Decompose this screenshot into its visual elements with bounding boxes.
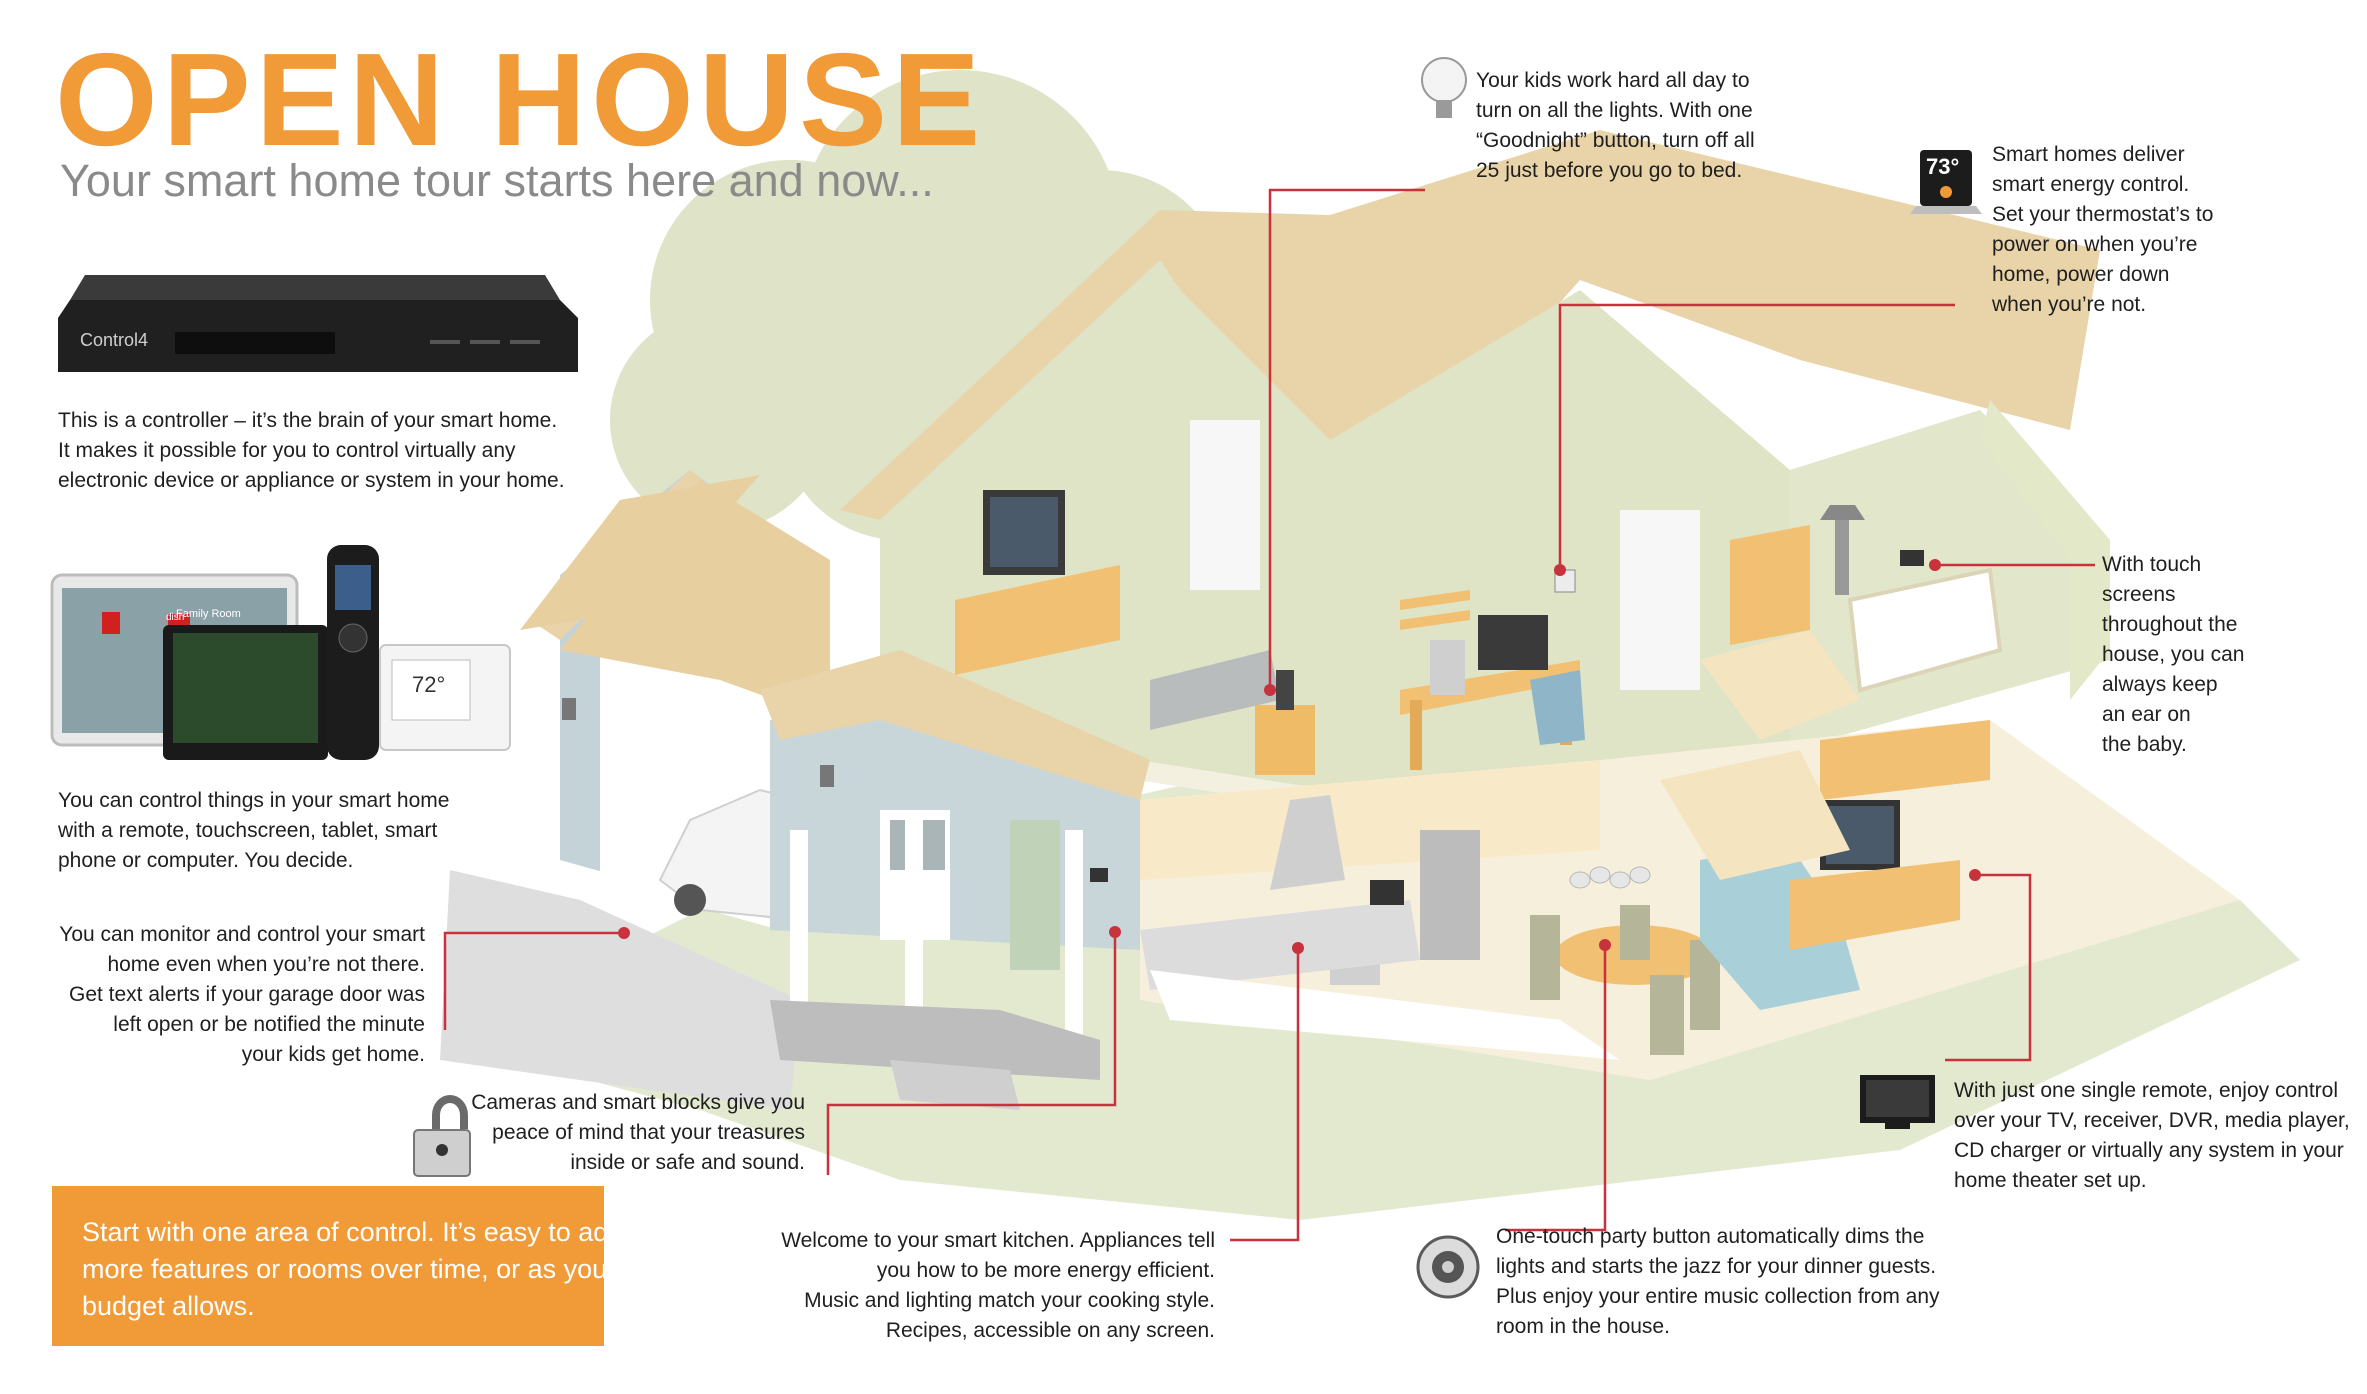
refrigerator (1420, 830, 1480, 960)
office-monitor (1478, 615, 1548, 670)
lights-caption: Your kids work hard all day to turn on a… (1476, 69, 1755, 182)
promo-box: Start with one area of control. It’s eas… (52, 1186, 623, 1346)
porch-column (1065, 830, 1083, 1035)
lock-icon (413, 1095, 471, 1177)
front-porch (760, 650, 1150, 1110)
callout-line-lights (1268, 188, 1425, 690)
stairs-top (1700, 630, 1860, 740)
bedside-lamp (1276, 670, 1294, 710)
driveway (440, 870, 800, 1110)
touch-caption: With touch screens throughout the house,… (2102, 553, 2245, 756)
sofa (1700, 845, 1860, 1010)
callout-lines (443, 188, 2095, 1242)
remote-caption: With just one single remote, enjoy contr… (1954, 1079, 2350, 1192)
main-roof (840, 130, 2100, 540)
porch-steps (890, 1060, 1020, 1110)
kitchen-island (1150, 970, 1620, 1060)
callout-line-theater (1945, 873, 2032, 1062)
nursery-dresser (1730, 525, 1810, 645)
kitchen-back-wall (1140, 760, 1600, 880)
office-pc (1430, 640, 1465, 695)
controller-caption: This is a controller – it’s the brain of… (58, 409, 565, 492)
energy-caption: Smart homes deliver smart energy control… (1992, 143, 2214, 316)
kitchen-hood (1270, 795, 1345, 890)
thermostat-icon (1910, 150, 1982, 214)
stairs (1660, 750, 1850, 880)
lightbulb-icon (1421, 57, 1467, 118)
nightstand (1255, 705, 1315, 775)
floor-lamp (1835, 520, 1849, 595)
speaker-icon (1416, 1235, 1480, 1299)
callout-line-party (1505, 945, 1607, 1232)
porch-floor (770, 1000, 1100, 1080)
front-door (1010, 820, 1060, 970)
page-title: OPEN HOUSE (55, 26, 986, 173)
dining-chair (1620, 905, 1650, 960)
dining-chair (1530, 915, 1560, 1000)
crib (1847, 567, 2003, 693)
tablet-label-dish: dish (166, 612, 185, 623)
porch-light (820, 765, 834, 787)
left-roof-slope (560, 480, 830, 720)
device-group (50, 545, 511, 760)
tv-cabinet (1790, 860, 1960, 950)
callout-line-kitchen (1230, 948, 1300, 1242)
callout-dots (618, 559, 1981, 954)
callout-line-cameras (826, 932, 1117, 1175)
monitor-caption: You can monitor and control your smart h… (59, 923, 425, 1066)
dining-chair (1650, 975, 1684, 1055)
energy-thermostat-reading: 73° (1926, 154, 1960, 179)
chandelier (1569, 866, 1651, 889)
kitchen-counter (1140, 900, 1420, 990)
devices-caption: You can control things in your smart hom… (58, 789, 450, 872)
kitchen-touchscreen (1370, 880, 1404, 905)
porch-column (905, 810, 923, 1025)
security-camera (1090, 868, 1108, 882)
controller-device (58, 275, 578, 372)
bedroom-dresser (955, 565, 1120, 675)
callout-line-thermostat (1558, 303, 1955, 570)
wall-cabinet (1820, 720, 1990, 800)
right-side-wall (1980, 400, 2110, 700)
callout-line-monitor (443, 931, 624, 1030)
nursery-touchscreen (1900, 550, 1924, 566)
garage-light (562, 698, 576, 720)
keypad-thermostat-reading: 72° (412, 672, 446, 697)
porch-column (790, 830, 808, 1040)
bedroom-door (1190, 420, 1260, 590)
office-desk (1400, 660, 1580, 715)
tablet-label-room: Family Room (176, 608, 241, 620)
office-door (1620, 510, 1700, 690)
bed (1150, 650, 1280, 730)
page-subtitle: Your smart home tour starts here and now… (60, 155, 934, 206)
cameras-caption: Cameras and smart blocks give you peace … (471, 1091, 805, 1174)
party-caption: One-touch party button automatically dim… (1496, 1225, 1940, 1338)
kitchen-caption: Welcome to your smart kitchen. Appliance… (781, 1229, 1215, 1342)
controller-brand-label: Control4 (80, 330, 149, 350)
tv-icon (1860, 1075, 1935, 1129)
office-chair (1530, 670, 1585, 745)
